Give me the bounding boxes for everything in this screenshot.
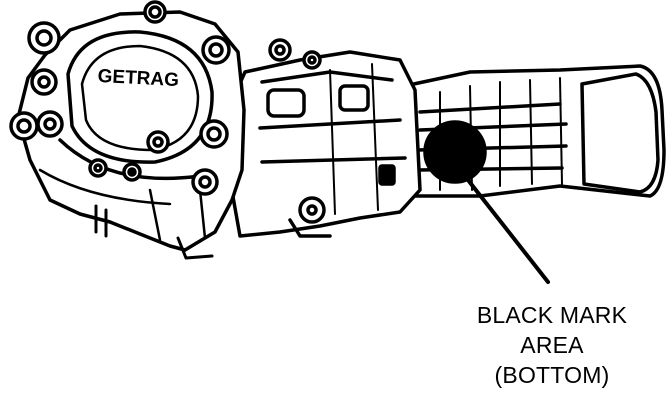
black-mark-area (423, 120, 487, 184)
mounting-feet (94, 204, 214, 260)
callout-line-2: AREA (520, 332, 584, 358)
bell-housing (16, 10, 246, 252)
callout-label: BLACK MARK AREA (BOTTOM) (452, 300, 652, 390)
callout-line-1: BLACK MARK (476, 302, 628, 328)
callout-leader-line (466, 178, 550, 284)
middle-case (226, 50, 422, 238)
callout-line-3: (BOTTOM) (494, 362, 610, 388)
bolt-bosses (9, 0, 322, 178)
brand-marking: GETRAG (97, 66, 179, 91)
